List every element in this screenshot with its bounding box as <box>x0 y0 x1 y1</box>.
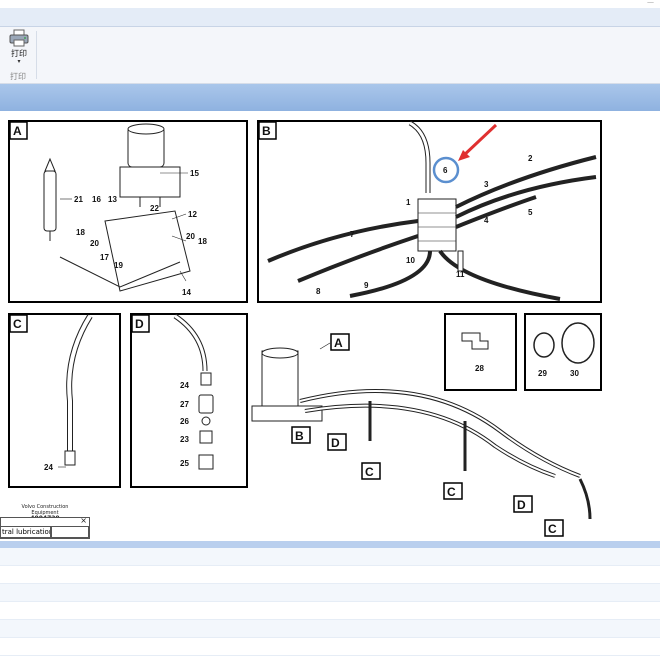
callout-b-7: 7 <box>350 230 355 239</box>
callout-d-23: 23 <box>180 435 189 444</box>
popup-empty-cell <box>51 526 89 538</box>
print-button-label: 打印 <box>11 49 27 58</box>
callout-a-14: 14 <box>182 288 191 297</box>
panel-a: A 15 21 16 13 22 12 18 20 <box>8 120 248 303</box>
panel-d: D 24 27 26 23 25 <box>130 313 248 488</box>
callout-a-22: 22 <box>150 204 159 213</box>
callout-a-18: 18 <box>76 228 85 237</box>
callout-d-26: 26 <box>180 417 189 426</box>
callout-a-18b: 18 <box>198 237 207 246</box>
table-row[interactable] <box>0 548 660 566</box>
overview-label-c1: C <box>365 465 374 479</box>
callout-d-27: 27 <box>180 400 189 409</box>
table-row[interactable] <box>0 584 660 602</box>
callout-a-13: 13 <box>108 195 117 204</box>
callout-d-24: 24 <box>180 381 189 390</box>
panel-b-label: B <box>262 124 271 138</box>
callout-a-15: 15 <box>190 169 199 178</box>
callout-a-17: 17 <box>100 253 109 262</box>
overview-label-d2: D <box>517 498 526 512</box>
list-header-band <box>0 541 660 548</box>
panel-c-label: C <box>13 317 22 331</box>
red-pointer-arrow <box>460 123 498 159</box>
vendor-sub: Equipment <box>31 510 59 516</box>
panel-a-label: A <box>13 124 22 138</box>
title-bar <box>0 8 660 27</box>
callout-d-25: 25 <box>180 459 189 468</box>
ribbon-group-separator <box>36 31 37 79</box>
overview-label-c3: C <box>548 522 557 536</box>
overview-label-b: B <box>295 429 304 443</box>
window-corner-mark: — <box>647 0 654 6</box>
callout-b-11: 11 <box>456 270 465 279</box>
callout-part-29: 29 <box>538 369 547 378</box>
overview-drawing: A B D C C D C <box>251 333 592 537</box>
callout-c-24: 24 <box>44 463 53 472</box>
overview-label-a: A <box>334 336 343 350</box>
callout-part-28: 28 <box>475 364 484 373</box>
callout-b-4: 4 <box>484 216 489 225</box>
print-dropdown-icon[interactable]: ▾ <box>17 58 21 65</box>
callout-b-1: 1 <box>406 198 411 207</box>
callout-part-30: 30 <box>570 369 579 378</box>
parts-box-29-30: 29 30 <box>524 313 602 391</box>
table-row[interactable] <box>0 566 660 584</box>
lubrication-diagram: A 15 21 16 13 22 12 18 20 <box>8 120 602 537</box>
results-grid <box>0 548 660 656</box>
callout-a-19: 19 <box>114 261 123 270</box>
table-row[interactable] <box>0 620 660 638</box>
callout-b-3: 3 <box>484 180 489 189</box>
table-row[interactable] <box>0 638 660 656</box>
callout-b-6: 6 <box>443 166 448 175</box>
overview-label-d1: D <box>331 436 340 450</box>
print-button[interactable]: 打印 ▾ <box>4 29 34 69</box>
callout-b-9: 9 <box>364 281 369 290</box>
close-icon[interactable]: × <box>80 516 87 525</box>
overview-label-c2: C <box>447 485 456 499</box>
document-view: A 15 21 16 13 22 12 18 20 <box>0 111 660 541</box>
popup-title-cell: tral lubrication <box>1 526 51 538</box>
document-header-band <box>0 84 660 111</box>
callout-b-8: 8 <box>316 287 321 296</box>
window-top-strip: — <box>0 0 660 8</box>
callout-a-20b: 20 <box>90 239 99 248</box>
callout-b-10: 10 <box>406 256 415 265</box>
callout-a-21: 21 <box>74 195 83 204</box>
panel-c: C 24 <box>8 313 121 488</box>
callout-a-20: 20 <box>186 232 195 241</box>
table-row[interactable] <box>0 602 660 620</box>
printer-icon <box>9 29 29 47</box>
vendor-name: Volvo Construction <box>21 504 69 510</box>
ribbon-toolbar: 打印 ▾ 打印 <box>0 27 660 84</box>
callout-b-5: 5 <box>528 208 533 217</box>
callout-a-16: 16 <box>92 195 101 204</box>
highlight-circle <box>432 156 460 184</box>
callout-a-12: 12 <box>188 210 197 219</box>
print-group-label: 打印 <box>10 72 26 81</box>
parts-box-28: 28 <box>444 313 517 391</box>
callout-b-2: 2 <box>528 154 533 163</box>
mini-popup: × tral lubrication <box>0 516 90 539</box>
panel-b: B 6 2 3 <box>257 120 602 303</box>
panel-d-label: D <box>135 317 144 331</box>
